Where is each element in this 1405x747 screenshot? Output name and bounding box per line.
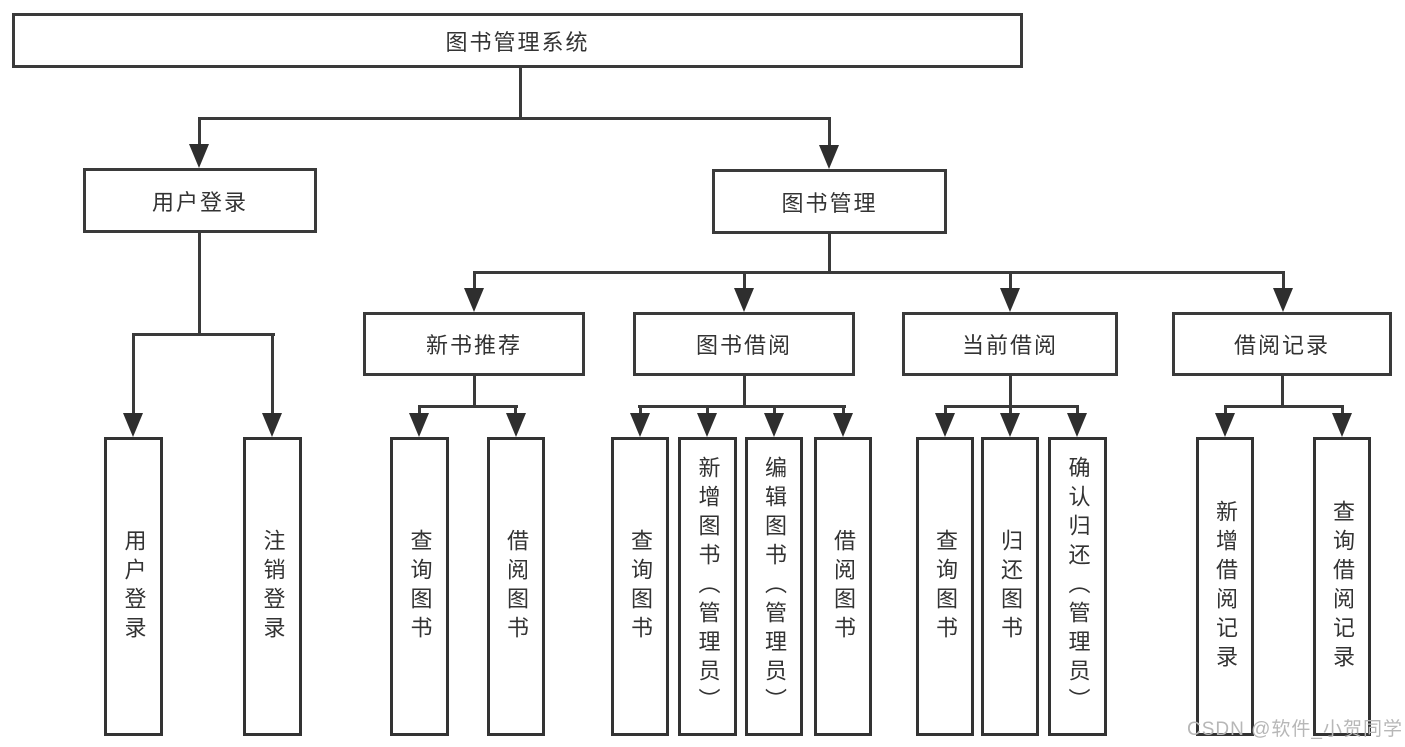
node-book-management: 图书管理: [712, 169, 947, 234]
arrow-down-icon: [734, 288, 754, 312]
connector-line: [418, 405, 518, 408]
connector-line: [1224, 405, 1227, 417]
leaf-return-books-label: 归还图书: [998, 528, 1023, 645]
node-borrowing-records: 借阅记录: [1172, 312, 1392, 376]
connector-line: [1009, 405, 1012, 417]
connector-line: [1009, 374, 1012, 408]
connector-line: [639, 405, 642, 417]
connector-line: [198, 231, 201, 335]
leaf-edit-book-admin: 编辑图书（管理员）: [745, 437, 803, 736]
leaf-user-login-label: 用户登录: [121, 528, 147, 645]
arrow-down-icon: [1000, 413, 1020, 437]
leaf-query-books-current: 查询图书: [916, 437, 974, 736]
connector-line: [198, 117, 201, 147]
connector-line: [1281, 374, 1284, 408]
connector-line: [473, 374, 476, 408]
connector-line: [271, 333, 274, 415]
arrow-down-icon: [1067, 413, 1087, 437]
leaf-logout: 注销登录: [243, 437, 302, 736]
arrow-down-icon: [409, 413, 429, 437]
leaf-query-books-current-label: 查询图书: [933, 528, 958, 645]
leaf-edit-book-admin-label: 编辑图书（管理员）: [762, 456, 787, 717]
connector-line: [418, 405, 421, 417]
leaf-return-books: 归还图书: [981, 437, 1039, 736]
connector-line: [198, 117, 831, 120]
arrow-down-icon: [1332, 413, 1352, 437]
node-borrowing-records-label: 借阅记录: [1233, 333, 1330, 358]
node-user-login: 用户登录: [83, 168, 317, 233]
arrow-down-icon: [1273, 288, 1293, 312]
node-current-borrowing: 当前借阅: [902, 312, 1118, 376]
leaf-logout-label: 注销登录: [260, 528, 286, 645]
connector-line: [132, 333, 135, 415]
leaf-borrow-books-borrowing: 借阅图书: [814, 437, 872, 736]
leaf-query-books-recommend-label: 查询图书: [407, 528, 433, 645]
leaf-add-book-admin-label: 新增图书（管理员）: [695, 456, 721, 717]
connector-line: [706, 405, 709, 417]
leaf-borrow-books-borrowing-label: 借阅图书: [831, 528, 856, 645]
arrow-down-icon: [464, 288, 484, 312]
node-root-label: 图书管理系统: [445, 29, 590, 55]
arrow-down-icon: [935, 413, 955, 437]
arrow-down-icon: [1000, 288, 1020, 312]
connector-line: [1341, 405, 1344, 417]
node-new-book-recommend: 新书推荐: [363, 312, 585, 376]
leaf-add-book-admin: 新增图书（管理员）: [678, 437, 737, 736]
connector-line: [1076, 405, 1079, 417]
leaf-confirm-return-admin: 确认归还（管理员）: [1048, 437, 1107, 736]
connector-line: [773, 405, 776, 417]
node-current-borrowing-label: 当前借阅: [961, 333, 1058, 358]
connector-line: [1009, 271, 1012, 293]
arrow-down-icon: [1215, 413, 1235, 437]
leaf-add-borrow-record-label: 新增借阅记录: [1213, 499, 1238, 674]
connector-line: [638, 405, 846, 408]
leaf-query-books-recommend: 查询图书: [390, 437, 449, 736]
leaf-confirm-return-admin-label: 确认归还（管理员）: [1065, 456, 1091, 717]
connector-line: [828, 117, 831, 147]
arrow-down-icon: [697, 413, 717, 437]
node-user-login-label: 用户登录: [151, 189, 248, 215]
connector-line: [514, 405, 517, 417]
leaf-user-login: 用户登录: [104, 437, 163, 736]
leaf-query-borrow-record-label: 查询借阅记录: [1330, 499, 1355, 674]
connector-line: [473, 271, 1285, 274]
connector-line: [132, 333, 275, 336]
connector-line: [842, 405, 845, 417]
arrow-down-icon: [123, 413, 143, 437]
connector-line: [944, 405, 947, 417]
arrow-down-icon: [630, 413, 650, 437]
arrow-down-icon: [262, 413, 282, 437]
watermark: CSDN @软件_小贺同学: [1187, 719, 1403, 740]
connector-line: [519, 66, 522, 120]
arrow-down-icon: [819, 145, 839, 169]
leaf-query-books-borrowing-label: 查询图书: [628, 528, 653, 645]
connector-line: [473, 271, 476, 293]
connector-line: [828, 232, 831, 274]
connector-line: [1282, 271, 1285, 293]
leaf-borrow-books-recommend-label: 借阅图书: [504, 528, 529, 645]
leaf-query-borrow-record: 查询借阅记录: [1313, 437, 1371, 736]
leaf-add-borrow-record: 新增借阅记录: [1196, 437, 1254, 736]
node-root: 图书管理系统: [12, 13, 1023, 68]
arrow-down-icon: [764, 413, 784, 437]
arrow-down-icon: [189, 144, 209, 168]
connector-line: [743, 271, 746, 293]
leaf-borrow-books-recommend: 借阅图书: [487, 437, 545, 736]
node-new-book-recommend-label: 新书推荐: [425, 333, 522, 358]
arrow-down-icon: [833, 413, 853, 437]
leaf-query-books-borrowing: 查询图书: [611, 437, 669, 736]
arrow-down-icon: [506, 413, 526, 437]
node-book-borrowing: 图书借阅: [633, 312, 855, 376]
connector-line: [743, 374, 746, 408]
connector-line: [1224, 405, 1344, 408]
node-book-borrowing-label: 图书借阅: [695, 333, 792, 358]
node-book-management-label: 图书管理: [781, 190, 878, 216]
